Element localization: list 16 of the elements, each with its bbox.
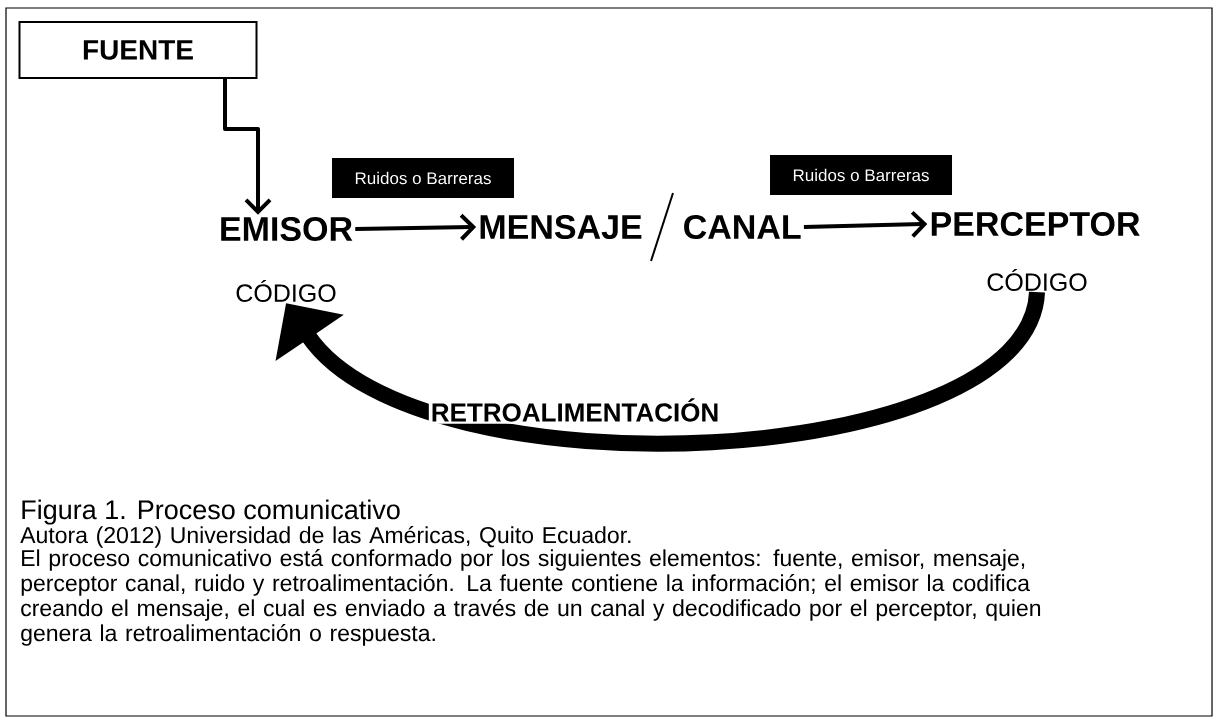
caption-text: Autora (2012) Universidad de las Américas, Quito Ecuador. — [20, 526, 631, 548]
code-label: CÓDIGO — [987, 269, 1087, 291]
edge-label: RETROALIMENTACIÓN — [428, 396, 722, 424]
arrow — [803, 210, 928, 238]
arrow — [223, 79, 272, 215]
source-box: FUENTE — [18, 21, 258, 79]
caption-text: El proceso comunicativo está conformado por los siguientes elementos: fuente, emisor, mensaje, perceptor canal, ruido y retroalimentación. La fuente contiene la información; el emisor la codifica creando el mensaje, el cual es enviado a través de un canal y decodificado por el perceptor, quien genera la retroalimentación o respuesta. — [21, 549, 1041, 646]
code-label: CÓDIGO — [236, 280, 336, 302]
stage-label: MENSAJE CANAL — [480, 214, 801, 240]
arrow — [355, 213, 477, 241]
stage-label: PERCEPTOR — [931, 211, 1140, 237]
figure-caption: Figura 1. Proceso comunicativo — [22, 499, 400, 525]
stage-label: EMISOR — [221, 216, 353, 242]
arrow — [275, 289, 1045, 452]
noise-label-box: Ruidos o Barreras — [770, 155, 952, 195]
noise-label-box: Ruidos o Barreras — [332, 158, 514, 198]
